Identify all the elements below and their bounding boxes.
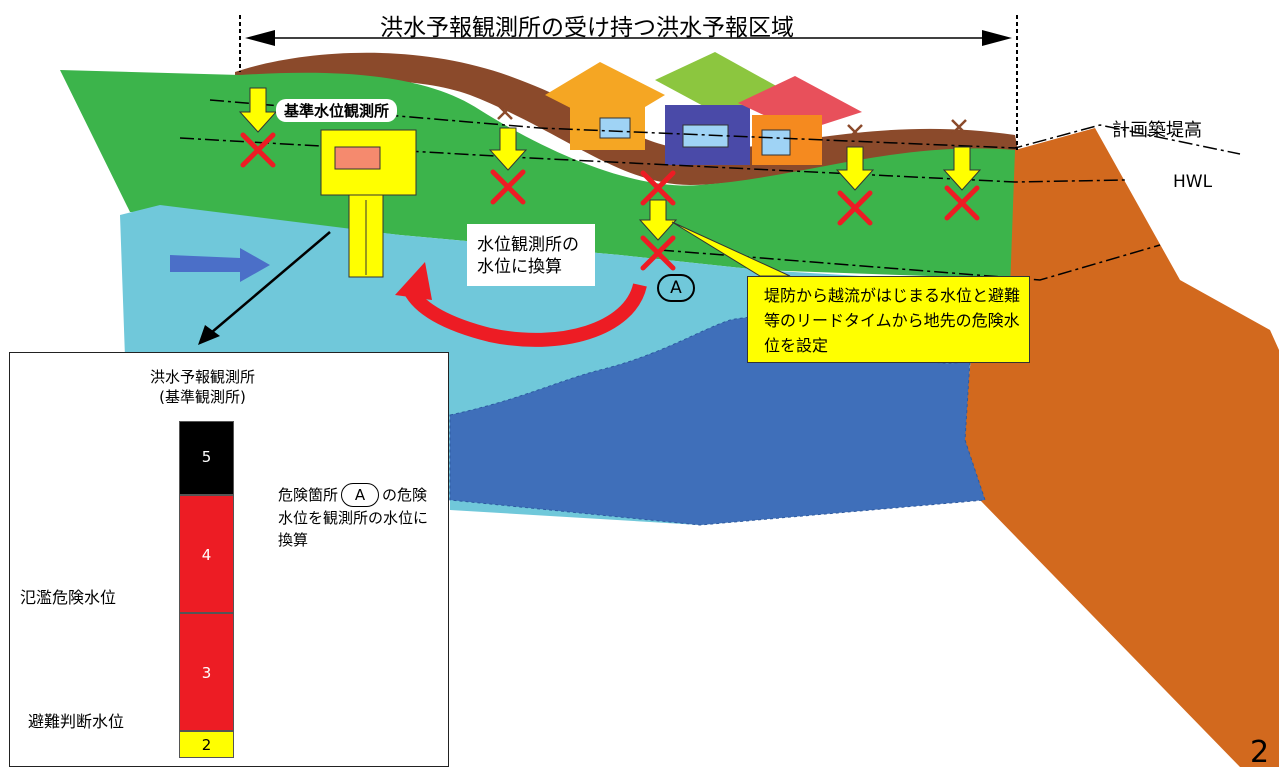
levee-slope [960, 128, 1279, 767]
water-line [659, 244, 1161, 281]
x-marks [240, 132, 980, 271]
level-5: 5 [179, 421, 234, 495]
hwl-label: HWL [1173, 172, 1213, 192]
bubble-point-a: A [341, 483, 380, 507]
conversion-arrow [403, 282, 647, 347]
ridge-band [235, 52, 1020, 185]
point-a-marker: A [657, 274, 695, 302]
green-embankment [60, 70, 1110, 280]
planned-height-line [209, 99, 1241, 155]
danger-markers [238, 87, 982, 241]
planned-levee-height-label: 計画築堤高 [1112, 120, 1202, 141]
page-number: 2 [1250, 735, 1270, 770]
inset-pointer [204, 231, 331, 339]
callout-box: 堤防から越流がはじまる水位と避難等のリードタイムから地先の危険水位を設定 [747, 276, 1030, 363]
station-name: 洪水予報観測所 (基準観測所) [150, 368, 256, 406]
convert-label: 水位観測所の水位に換算 [467, 224, 595, 286]
small-x-marks [497, 104, 967, 140]
level-2: 2 [179, 731, 234, 758]
bubble-prefix: 危険箇所 [278, 486, 339, 504]
level-3: 3 [179, 613, 234, 731]
diagram-title: 洪水予報観測所の受け持つ洪水予報区域 [380, 15, 794, 41]
level-4: 4 [179, 495, 234, 613]
evacuation-level-label: 避難判断水位 [28, 712, 125, 731]
houses [545, 52, 862, 165]
reference-station-label: 基準水位観測所 [276, 99, 398, 122]
gauge-station [320, 129, 417, 278]
bubble-suffix: の危険水位を観測所の水位に換算 [278, 486, 429, 549]
flow-arrow [170, 248, 270, 282]
flood-danger-level-label: 氾濫危険水位 [20, 588, 117, 607]
